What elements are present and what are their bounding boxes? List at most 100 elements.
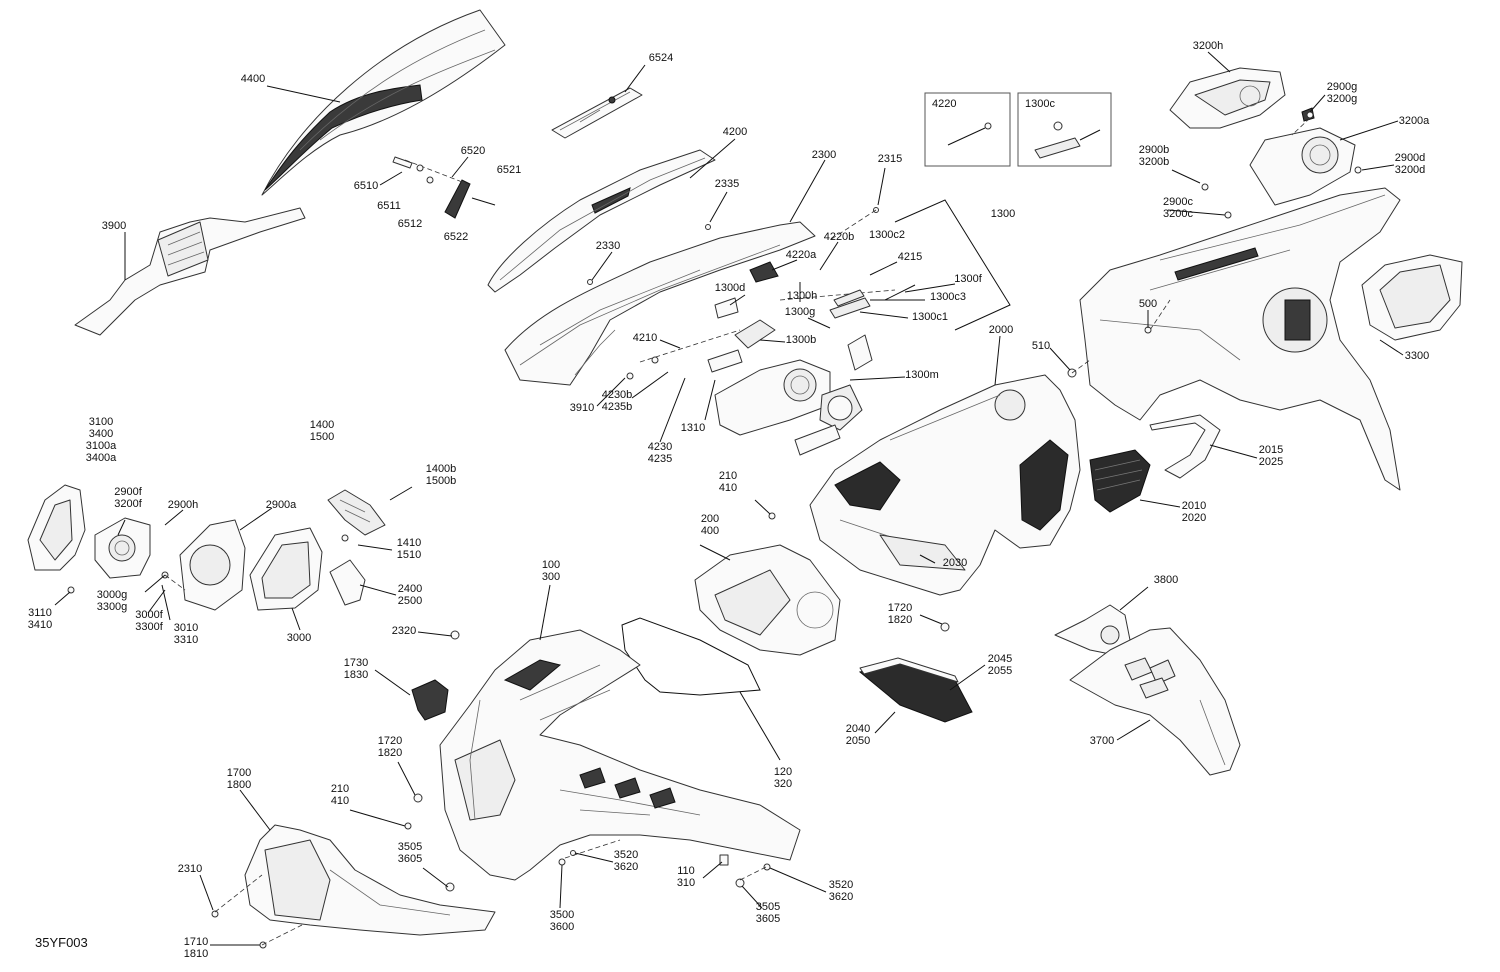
callout-3910: 3910 — [570, 402, 594, 414]
callout-line: 2335 — [715, 178, 739, 190]
callout-line: 2315 — [878, 153, 902, 165]
callout-line: 1300m — [905, 369, 939, 381]
callout-line: 3200c — [1163, 208, 1193, 220]
callout-2320: 2320 — [392, 625, 416, 637]
part-1400-switch-panel — [327, 489, 386, 536]
part-2000-front-panel — [809, 374, 1081, 596]
callout-line: 6524 — [649, 52, 673, 64]
callout-4220b: 4220b — [824, 231, 855, 243]
callout-line: 1820 — [888, 614, 912, 626]
callout-510: 510 — [1032, 340, 1050, 352]
callout-line: 2900a — [266, 499, 297, 511]
callout-line: 2330 — [596, 240, 620, 252]
callout-line: 3505 — [756, 901, 780, 913]
callout-line: 4210 — [633, 332, 657, 344]
callout-line: 2900c — [1163, 196, 1193, 208]
part-drawings — [27, 9, 1463, 949]
callout-2315: 2315 — [878, 153, 902, 165]
callout-6522: 6522 — [444, 231, 468, 243]
callout-line: 2040 — [846, 723, 870, 735]
callout-2300: 2300 — [812, 149, 836, 161]
callout-line: 1810 — [184, 948, 208, 960]
callout-2310: 2310 — [178, 863, 202, 875]
callout-1300b: 1300b — [786, 334, 817, 346]
callout-line: 3620 — [829, 891, 853, 903]
callout-line: 2500 — [398, 595, 422, 607]
part-1730-vent — [411, 679, 449, 721]
callout-line: 2900f — [114, 486, 142, 498]
callout-1300c3: 1300c3 — [930, 291, 966, 303]
part-4200-upper-strip — [487, 149, 716, 293]
inset-4220 — [924, 92, 1011, 167]
callout-6521: 6521 — [497, 164, 521, 176]
callout-line: 1510 — [397, 549, 421, 561]
callout-line: 2000 — [989, 324, 1013, 336]
callout-line: 1800 — [227, 779, 251, 791]
inset-label-4220: 4220 — [932, 98, 956, 110]
callout-1300: 1300 — [991, 208, 1015, 220]
callout-line: 3200h — [1193, 40, 1224, 52]
callout-line: 3520 — [614, 849, 638, 861]
callout-line: 3000g — [97, 589, 128, 601]
callout-1300h: 1300h — [787, 290, 818, 302]
part-3300-mirror — [1361, 254, 1463, 341]
callout-line: 2050 — [846, 735, 870, 747]
callout-line: 6510 — [354, 180, 378, 192]
callout-line: 200 — [701, 513, 719, 525]
callout-3200h: 3200h — [1193, 40, 1224, 52]
part-2010-grille — [1089, 449, 1151, 513]
callout-line: 4230 — [648, 441, 672, 453]
callout-line: 3310 — [174, 634, 198, 646]
callout-line: 3000f — [135, 609, 163, 621]
callout-line: 3605 — [398, 853, 422, 865]
callout-line: 510 — [1032, 340, 1050, 352]
part-1300c-plates — [829, 284, 916, 319]
callout-3200a: 3200a — [1399, 115, 1430, 127]
callout-line: 3110 — [28, 607, 52, 619]
part-2040-grille — [858, 657, 973, 723]
callout-line: 3100 — [89, 416, 113, 428]
callout-6512: 6512 — [398, 218, 422, 230]
callout-line: 2020 — [1182, 512, 1206, 524]
callout-1310: 1310 — [681, 422, 705, 434]
callout-3900: 3900 — [102, 220, 126, 232]
callout-line: 410 — [331, 795, 349, 807]
part-200-duct — [694, 544, 841, 656]
callout-3700: 3700 — [1090, 735, 1114, 747]
leader-1300-group — [894, 199, 1011, 331]
callout-line: 2025 — [1259, 456, 1283, 468]
callout-line: 3200d — [1395, 164, 1426, 176]
callout-4210: 4210 — [633, 332, 657, 344]
part-500-front-frame — [1079, 187, 1401, 491]
callout-line: 2300 — [812, 149, 836, 161]
callout-line: 400 — [701, 525, 719, 537]
callout-1300f: 1300f — [954, 273, 982, 285]
callout-line: 3520 — [829, 879, 853, 891]
callout-line: 1500 — [310, 431, 334, 443]
part-3100-mirror-cover — [27, 484, 86, 571]
callout-line: 2900d — [1395, 152, 1426, 164]
callout-line: 3800 — [1154, 574, 1178, 586]
callout-3000: 3000 — [287, 632, 311, 644]
callout-line: 2320 — [392, 625, 416, 637]
inset-label-1300c: 1300c — [1025, 98, 1055, 110]
part-2300-console — [504, 221, 816, 386]
callout-line: 4220a — [786, 249, 817, 261]
callout-line: 6520 — [461, 145, 485, 157]
callout-line: 1300f — [954, 273, 982, 285]
part-2400-mirror-glass — [329, 559, 366, 606]
callout-line: 1400 — [310, 419, 334, 431]
callout-line: 3010 — [174, 622, 198, 634]
